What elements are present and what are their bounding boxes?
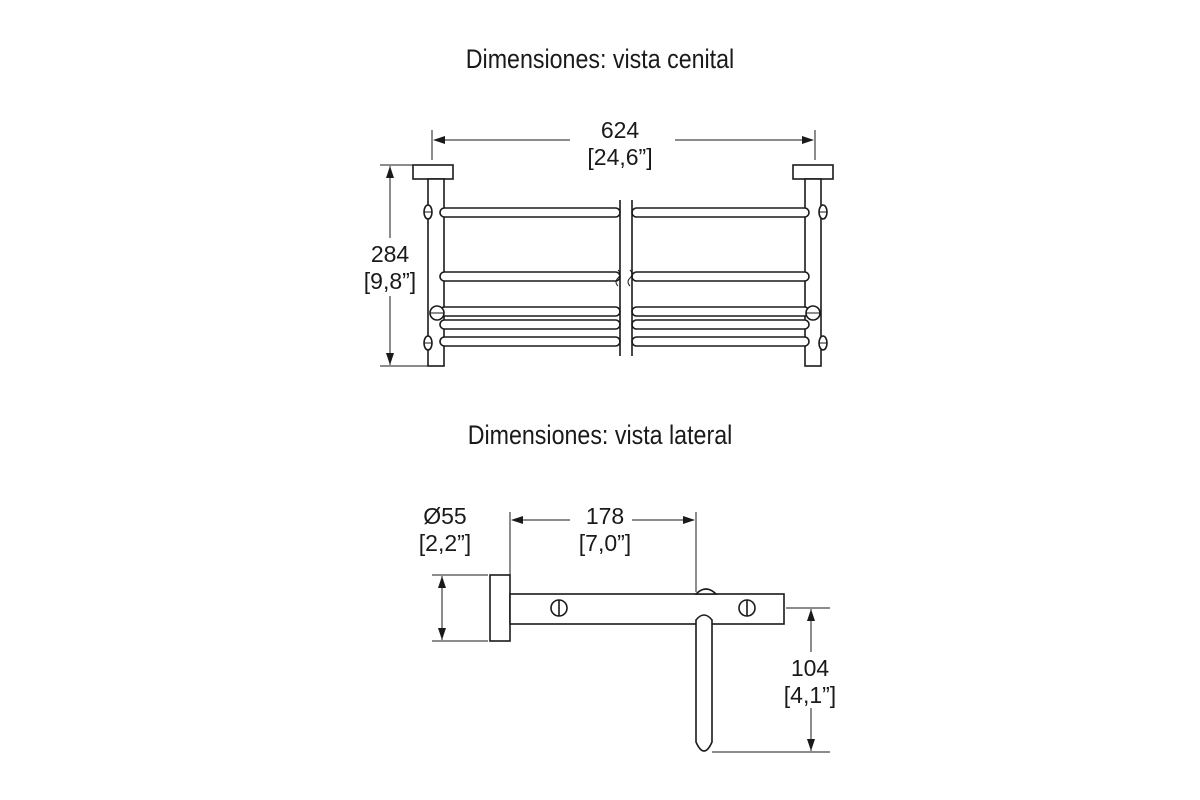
side-view-drawing [432, 512, 830, 753]
diameter-in: [2,2”] [418, 530, 472, 556]
top-view-drawing [380, 130, 834, 367]
drop-in: [4,1”] [783, 682, 837, 708]
width-dimension-label: 624 [24,6”] [570, 117, 670, 171]
projection-dimension-label: 178 [7,0”] [560, 503, 650, 557]
depth-mm: 284 [370, 241, 410, 267]
hanging-rail [695, 614, 713, 752]
screw-icon [423, 204, 828, 351]
side-view-title: Dimensiones: vista lateral [467, 420, 733, 450]
drop-dimension-line [712, 607, 830, 753]
width-mm: 624 [600, 117, 640, 143]
width-in: [24,6”] [587, 144, 653, 170]
top-view-title: Dimensiones: vista cenital [465, 44, 735, 74]
wall-flange-side [489, 574, 511, 642]
right-wall-flange [792, 164, 834, 180]
depth-dimension-line [380, 164, 430, 367]
left-wall-flange [412, 164, 454, 180]
drop-dimension-label: 104 [4,1”] [765, 655, 855, 709]
drop-mm: 104 [790, 655, 830, 681]
diameter-mm: Ø55 [423, 503, 467, 529]
rail-clip [694, 588, 718, 595]
shelf-rails [439, 207, 810, 347]
diameter-dimension-label: Ø55 [2,2”] [400, 503, 490, 557]
diameter-dimension-line [432, 574, 488, 642]
projection-dimension-line [509, 512, 697, 592]
break-symbol [615, 200, 633, 356]
depth-in: [9,8”] [363, 268, 417, 294]
projection-in: [7,0”] [578, 530, 632, 556]
projection-mm: 178 [585, 503, 625, 529]
screw-icon [550, 599, 756, 617]
depth-dimension-label: 284 [9,8”] [345, 241, 435, 295]
width-dimension-line [431, 130, 816, 160]
